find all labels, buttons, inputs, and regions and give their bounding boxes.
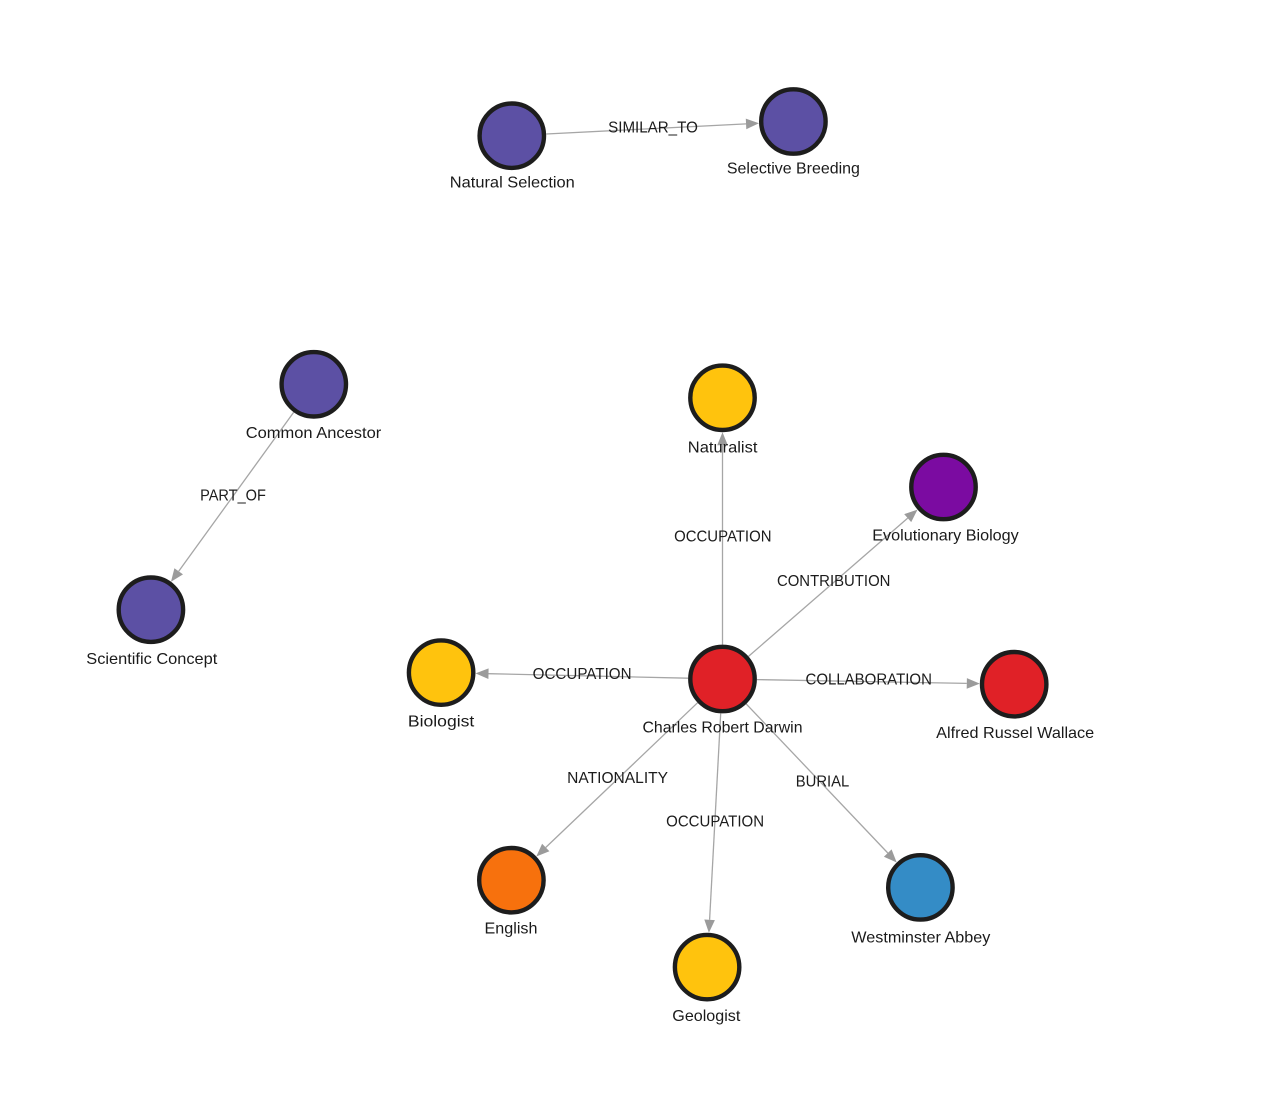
svg-text:COLLABORATION: COLLABORATION [806, 672, 932, 689]
svg-text:Scientific Concept: Scientific Concept [86, 651, 218, 668]
svg-text:English: English [485, 921, 538, 938]
svg-text:SIMILAR_TO: SIMILAR_TO [608, 120, 698, 137]
svg-text:Westminster Abbey: Westminster Abbey [851, 929, 990, 946]
svg-text:Naturalist: Naturalist [688, 439, 758, 456]
svg-text:NATIONALITY: NATIONALITY [567, 770, 668, 787]
svg-text:OCCUPATION: OCCUPATION [666, 814, 764, 831]
svg-text:CONTRIBUTION: CONTRIBUTION [777, 573, 891, 590]
svg-text:Charles Robert Darwin: Charles Robert Darwin [643, 720, 803, 737]
svg-text:Natural Selection: Natural Selection [450, 175, 575, 192]
svg-text:Selective Breeding: Selective Breeding [727, 160, 860, 177]
svg-text:Biologist: Biologist [408, 713, 475, 730]
svg-text:Alfred Russel Wallace: Alfred Russel Wallace [936, 725, 1094, 742]
svg-text:PART_OF: PART_OF [200, 488, 266, 505]
svg-text:BURIAL: BURIAL [796, 774, 850, 791]
svg-text:Common Ancestor: Common Ancestor [246, 425, 382, 442]
svg-text:Evolutionary Biology: Evolutionary Biology [872, 528, 1019, 545]
svg-text:OCCUPATION: OCCUPATION [674, 529, 771, 546]
svg-text:OCCUPATION: OCCUPATION [533, 666, 632, 683]
svg-text:Geologist: Geologist [672, 1008, 741, 1025]
